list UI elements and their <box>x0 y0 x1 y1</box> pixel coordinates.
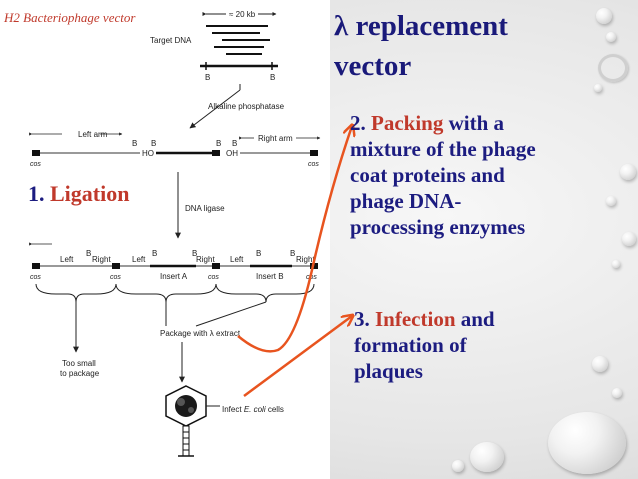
phage-tail <box>182 425 190 457</box>
cos-site <box>32 150 40 156</box>
bamhi-label: B <box>216 139 221 148</box>
package-line <box>195 301 267 327</box>
left-label: Left <box>230 255 244 264</box>
water-drop <box>594 84 602 92</box>
water-drop <box>592 356 608 372</box>
bamhi-label: B <box>290 249 295 258</box>
water-drop <box>548 412 626 474</box>
bamhi-label: B <box>151 139 156 148</box>
right-label: Right <box>92 255 111 264</box>
cos-label: cos <box>30 274 41 281</box>
water-drop <box>452 460 464 472</box>
right-arm-label: Right arm <box>258 134 293 143</box>
bamhi-label: B <box>232 139 237 148</box>
bamhi-label: B <box>86 249 91 258</box>
bamhi-label: B <box>192 249 197 258</box>
bamhi-label: B <box>132 139 137 148</box>
right-label: Right <box>196 255 215 264</box>
too-small-label: Too small <box>62 359 96 368</box>
water-drop <box>606 32 616 42</box>
water-drop <box>596 8 612 24</box>
left-arm-label: Left arm <box>78 130 108 139</box>
alkaline-phosphatase-label: Alkaline phosphatase <box>208 102 285 111</box>
step2-packing: 2. Packing with a mixture of the phage c… <box>350 111 536 239</box>
title-line: vector <box>334 50 412 82</box>
left-label: Left <box>60 255 74 264</box>
water-drop <box>620 164 636 180</box>
cos-site <box>310 263 318 269</box>
water-drop <box>622 232 636 246</box>
size-label: ≈ 20 kb <box>229 10 256 19</box>
cos-label: cos <box>30 161 41 168</box>
water-drop-ring <box>598 54 628 82</box>
cos-site <box>32 263 40 269</box>
infect-label: Infect E. coli cells <box>222 405 284 414</box>
bamhi-label: B <box>205 73 210 82</box>
title-line: λ replacement <box>334 10 508 42</box>
packaged-dna-detail <box>177 398 185 406</box>
diagram-panel: ≈ 20 kb Target DNA B B Alkaline phosphat… <box>0 0 330 479</box>
step1-ligation: 1. Ligation <box>28 181 130 206</box>
cos-label: cos <box>308 161 319 168</box>
vector-cloning-diagram: ≈ 20 kb Target DNA B B Alkaline phosphat… <box>29 10 321 457</box>
water-drop <box>606 196 616 206</box>
water-drop <box>612 388 622 398</box>
cos-label: cos <box>208 274 219 281</box>
cos-site <box>310 150 318 156</box>
bamhi-label: B <box>256 249 261 258</box>
cos-label: cos <box>306 274 317 281</box>
target-dna-label: Target DNA <box>150 36 192 45</box>
package-label: Package with λ extract <box>160 329 241 338</box>
segment-brace <box>115 283 217 303</box>
bamhi-label: B <box>152 249 157 258</box>
packaged-dna-detail <box>188 407 194 413</box>
insert-a-label: Insert A <box>160 272 188 281</box>
oh-label: OH <box>226 149 238 158</box>
to-package-label: to package <box>60 369 100 378</box>
segment-brace <box>35 283 117 303</box>
insert-b-label: Insert B <box>256 272 284 281</box>
left-label: Left <box>132 255 146 264</box>
water-drop <box>470 442 504 472</box>
packaged-dna <box>175 395 197 417</box>
cos-site <box>212 150 220 156</box>
cos-site <box>212 263 220 269</box>
ho-label: HO <box>142 149 154 158</box>
right-label: Right <box>296 255 315 264</box>
slide-title: λ replacement vector <box>334 6 508 86</box>
process-arrow <box>189 89 241 129</box>
bamhi-label: B <box>270 73 275 82</box>
water-drop <box>612 260 620 268</box>
cos-site <box>112 263 120 269</box>
segment-brace <box>215 283 315 303</box>
step3-infection: 3. Infection and formation of plaques <box>354 307 495 383</box>
figure-caption: H2 Bacteriophage vector <box>4 10 136 25</box>
cos-label: cos <box>110 274 121 281</box>
dna-ligase-label: DNA ligase <box>185 204 225 213</box>
